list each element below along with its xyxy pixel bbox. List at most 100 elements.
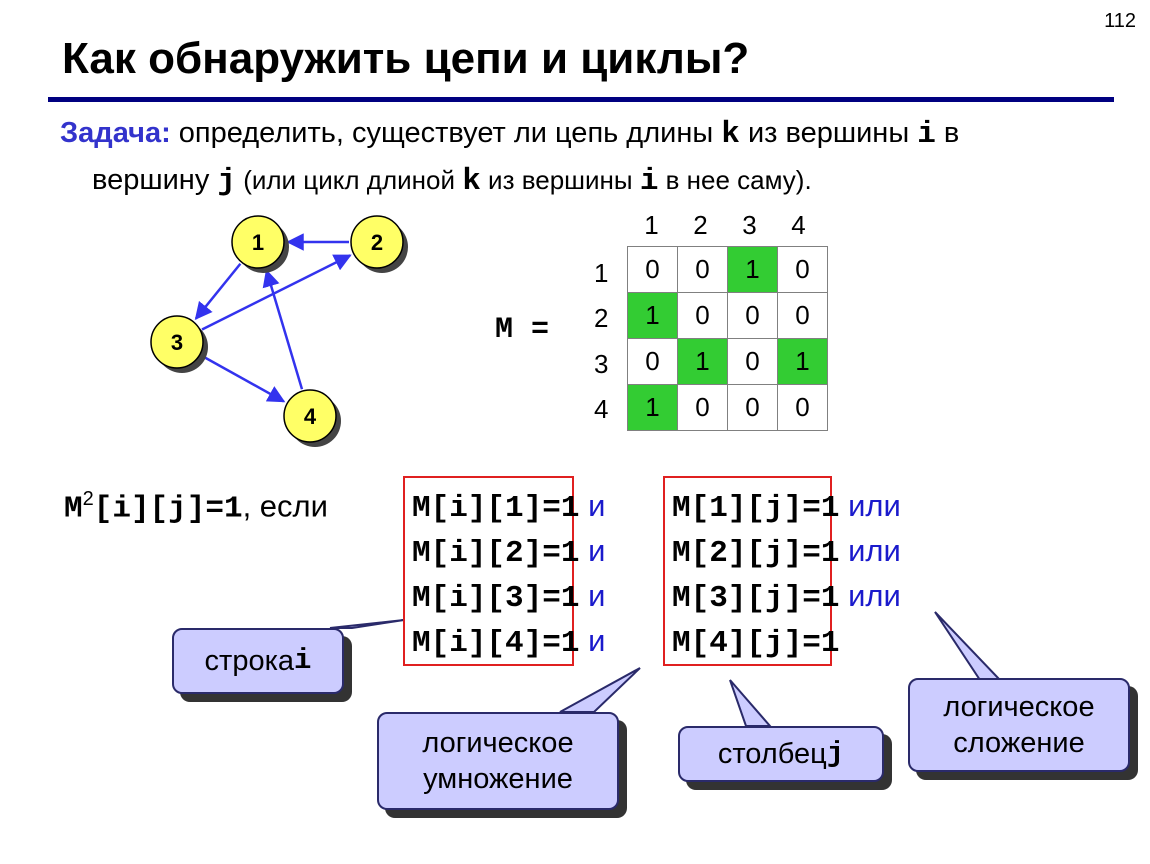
matrix-cell: 1 [677,338,728,385]
formula-row: M[i][4]=1 и [412,623,605,661]
formula-row: M[i][1]=1 и [412,488,605,526]
graph-edge-4-1 [262,269,304,390]
task-text: (или цикл длиной [235,165,463,195]
matrix-col-header: 2 [693,210,708,240]
matrix-label: M = [495,313,550,347]
matrix-cell: 0 [777,246,828,293]
matrix-cell: 1 [627,384,678,431]
matrix-row: 1 0 0 0 [627,384,828,431]
callout-text: логическое [422,727,574,759]
formula-left: M[i][3] [412,581,543,616]
matrix-cell: 1 [727,246,778,293]
matrix-cell: 0 [777,384,828,431]
callout-text: сложение [953,727,1085,759]
graph-edge-1-3 [194,262,242,321]
matrix-col-header: 4 [791,210,806,240]
matrix-cell: 0 [627,246,678,293]
task-text: из вершины [480,165,640,195]
title-rule [48,97,1114,102]
matrix-cell: 1 [777,338,828,385]
formula-row: M[i][2]=1 и [412,533,605,571]
var-j: j [217,164,236,199]
task-text: из вершины [739,117,918,149]
graph-node-1 [231,215,285,269]
page-number: 112 [1104,10,1136,32]
matrix-cell: 0 [727,338,778,385]
formula-right: M[4][j] [672,626,803,661]
matrix-cell: 0 [727,292,778,339]
formula-eq: =1 [802,536,840,571]
formula-right: M[1][j] [672,491,803,526]
matrix-col-header: 3 [742,210,757,240]
task-text: определить, существует ли цепь длины [170,117,722,149]
formula-left: M[i][2] [412,536,543,571]
task-statement-line1: Задача: определить, существует ли цепь д… [60,117,959,152]
callout-text: строка [204,645,295,677]
var-i: i [294,644,312,677]
matrix-row: 1 0 0 0 [627,292,828,339]
callout-column-j: столбец j [678,726,884,782]
callout-text: столбец [717,738,827,770]
formula-row: M[3][j]=1 или [672,578,901,616]
matrix-cell: 0 [627,338,678,385]
formula-eq: =1 [802,581,840,616]
callout-pointer-add [934,611,1003,681]
var-k: k [462,164,481,199]
task-text: в нее саму). [658,165,812,195]
matrix-row-header: 2 [594,303,609,333]
callout-pointer-col [729,679,773,727]
formula-lhs: M2[i][j]=1, если [64,488,328,526]
task-text: в [935,117,960,149]
formula-eq: =1 [542,581,580,616]
and-operator: и [588,623,606,658]
graph-edge-3-4 [200,354,286,403]
formula-left: M[i][4] [412,626,543,661]
matrix-cell: 1 [627,292,678,339]
graph-node-3 [150,315,204,369]
formula-if: если [251,488,328,524]
matrix-cell: 0 [777,292,828,339]
formula-right: M[2][j] [672,536,803,571]
matrix-cell: 0 [727,384,778,431]
adjacency-matrix: 0 0 1 0 1 0 0 0 0 1 0 1 1 0 0 0 [627,246,828,431]
formula-eq: =1 [802,626,840,661]
formula-eq: =1 [542,536,580,571]
formula-comma: , [242,488,252,524]
formula-row: M[2][j]=1 или [672,533,901,571]
graph-node-label: 1 [252,230,264,255]
task-text: вершину [92,164,218,196]
var-j: j [826,737,845,770]
formula-row: M[4][j]=1 [672,623,839,661]
formula-left: M[i][1] [412,491,543,526]
callout-row-i: строка i [172,628,344,694]
or-operator: или [848,533,901,568]
formula-right: M[3][j] [672,581,803,616]
formula-row: M[1][j]=1 или [672,488,901,526]
graph-node-label: 2 [371,230,383,255]
matrix-row-header: 3 [594,349,609,379]
and-operator: и [588,488,606,523]
graph-edge-3-2 [201,254,352,331]
formula-eq: =1 [802,491,840,526]
task-label: Задача: [60,117,171,149]
page-title: Как обнаружить цепи и циклы? [62,34,750,83]
formula-m: M [64,491,83,527]
formula-row: M[i][3]=1 и [412,578,605,616]
and-operator: и [588,578,606,613]
graph-node-label: 3 [171,330,183,355]
graph-node-2 [350,215,404,269]
formula-sup: 2 [82,488,94,510]
matrix-row: 0 0 1 0 [627,246,828,293]
task-statement-line2: вершину j (или цикл длиной k из вершины … [92,164,812,199]
row-highlight-box [403,476,574,666]
callout-pointer-row [329,619,405,629]
callout-pointer-mult [559,667,641,713]
formula-eq: =1 [542,491,580,526]
graph-node-label: 4 [304,404,317,429]
var-i: i [917,117,936,152]
matrix-row: 0 1 0 1 [627,338,828,385]
matrix-cell: 0 [677,292,728,339]
